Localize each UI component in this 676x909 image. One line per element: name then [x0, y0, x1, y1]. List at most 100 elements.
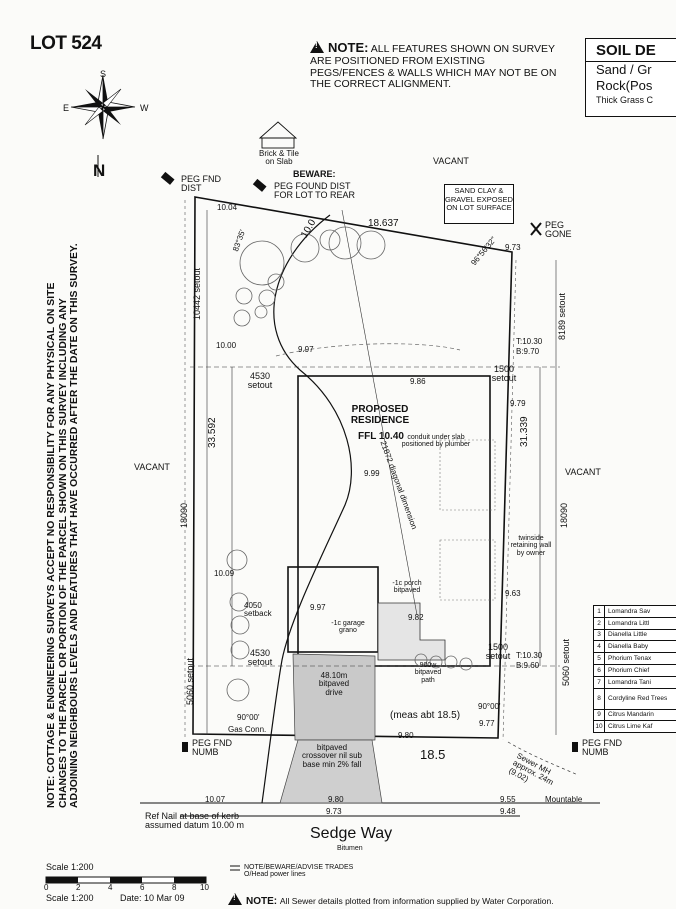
- datum-reference: Ref Nail at base of kerb assumed datum 1…: [145, 811, 245, 831]
- dim-front-setout-right: 5060 setout: [561, 638, 571, 686]
- angle-front-right: 90°00': [478, 702, 501, 711]
- dim-top-left-level: 10.04: [217, 203, 238, 212]
- level-kerb-mid: 9.80: [328, 795, 344, 804]
- legend-label: Lomandra Littl: [608, 619, 650, 627]
- diagonal-dimension: [341, 209, 418, 616]
- dim-front-boundary: 18.5: [420, 747, 446, 762]
- soil-description-box: SOIL DE Sand / Gr Rock(Pos Thick Grass C: [585, 38, 676, 117]
- legend-label: Dianella Baby: [608, 643, 649, 651]
- beware-label: BEWARE:: [293, 169, 336, 179]
- dim-side-setout-bottom: 4530 setout: [247, 648, 273, 668]
- drive-area: 48.10m: [320, 671, 348, 680]
- top-note-label: NOTE:: [328, 40, 369, 55]
- legend-number: 6: [594, 664, 605, 676]
- vacant-right: VACANT: [565, 467, 601, 477]
- dim-front-measured: (meas abt 18.5): [390, 710, 461, 721]
- road-surface: Bitumen: [337, 845, 363, 852]
- legend-number: 2: [594, 617, 605, 629]
- drive-area-label: 48.10m bitpaved drive: [310, 671, 358, 697]
- dim-mid-left: 18090: [179, 502, 189, 528]
- dim-top-boundary: 18.637: [368, 218, 399, 229]
- dim-right-setout-bottom: 1500 setout: [485, 642, 511, 662]
- compass-north: N: [93, 161, 106, 180]
- level-kerb-right: 9.55: [500, 795, 516, 804]
- scale-label: Scale 1:200: [46, 862, 94, 872]
- sewer-note-text: All Sewer details plotted from informati…: [279, 896, 554, 906]
- neighbour-label: Brick & Tile on Slab: [258, 149, 299, 167]
- tree-plantings: [226, 226, 473, 702]
- legend-label: Lomandra Tani: [608, 678, 651, 686]
- garage-label: -1c garage grano: [331, 620, 365, 635]
- vacant-top: VACANT: [433, 156, 469, 166]
- soil-title: SOIL DE: [586, 39, 676, 62]
- level-t-bottom: T:10.30: [516, 651, 543, 660]
- level-front-right: 9.77: [479, 719, 495, 728]
- path-label: 900w bitpaved path: [414, 662, 442, 684]
- legend-label: Lomandra Sav: [608, 607, 651, 615]
- level-house-top: 9.86: [410, 377, 426, 386]
- dim-right-total: 31.339: [519, 416, 530, 447]
- residence-ffl: FFL 10.40: [358, 431, 404, 442]
- power-line-icon: [230, 865, 240, 871]
- dim-rear-setout-right: 8189 setout: [557, 292, 567, 340]
- contour-10: [261, 214, 352, 804]
- level-house-left: 9.99: [364, 469, 380, 478]
- road-name: Sedge Way: [310, 825, 393, 842]
- beware-text: PEG FOUND DIST FOR LOT TO REAR: [274, 181, 356, 201]
- scale-label-secondary: Scale 1:200: [46, 893, 94, 903]
- legend-number: 9: [594, 709, 605, 721]
- service-outline-2: [439, 539, 496, 601]
- service-outline-1: [439, 439, 496, 511]
- level-front-left: 9.80: [398, 731, 414, 740]
- sand-clay-note: SAND CLAY & GRAVEL EXPOSED ON LOT SURFAC…: [444, 184, 514, 224]
- top-alignment-note: NOTE: ALL FEATURES SHOWN ON SURVEY ARE P…: [310, 40, 560, 91]
- residence-title: PROPOSED RESIDENCE: [350, 404, 410, 426]
- dim-side-setout-top: 4530 setout: [247, 371, 273, 391]
- lot-boundary: [192, 196, 513, 739]
- neighbour-house: [258, 121, 298, 149]
- legend-number: 5: [594, 653, 605, 664]
- peg-label-bottom-left: PEG FND NUMB: [192, 738, 233, 758]
- compass-east: E: [63, 103, 70, 113]
- soil-line-1: Sand / Gr: [596, 62, 652, 77]
- compass-south: S: [100, 69, 107, 79]
- peg-label-top-left: PEG FND DIST: [181, 174, 222, 194]
- dim-front-setout-left: 5060 setout: [185, 657, 195, 705]
- retaining-path: [275, 343, 461, 357]
- compass-west: W: [140, 103, 149, 113]
- gas-connection: Gas Conn.: [228, 725, 267, 734]
- level-b-bottom: B:9.60: [516, 661, 540, 670]
- scale-tick: 2: [76, 883, 81, 892]
- scale-tick: 4: [108, 883, 113, 892]
- driveway: [292, 653, 376, 741]
- disclaimer-note: NOTE: COTTAGE & ENGINEERING SURVEYS ACCE…: [46, 243, 81, 808]
- legend-number: 10: [594, 721, 605, 733]
- level-t-top: T:10.30: [516, 337, 543, 346]
- kerb-type: Mountable: [545, 795, 583, 804]
- legend-number: 3: [594, 629, 605, 641]
- dim-top-right-level: 9.73: [505, 243, 521, 252]
- dim-mid-right: 18090: [559, 502, 569, 528]
- setback-label: 4050 setback: [244, 601, 272, 619]
- level-left-upper: 10.00: [216, 341, 237, 350]
- scale-tick: 0: [44, 883, 49, 892]
- scale-bar: [45, 876, 207, 884]
- crossover-label: bitpaved crossover nil sub base min 2% f…: [301, 743, 363, 769]
- survey-date: Date: 10 Mar 09: [120, 893, 185, 903]
- sewer-note: NOTE: All Sewer details plotted from inf…: [228, 893, 554, 908]
- level-b-top: B:9.70: [516, 347, 540, 356]
- angle-front-left: 90°00': [237, 713, 260, 722]
- legend-number: 7: [594, 676, 605, 688]
- warning-icon: [310, 41, 324, 53]
